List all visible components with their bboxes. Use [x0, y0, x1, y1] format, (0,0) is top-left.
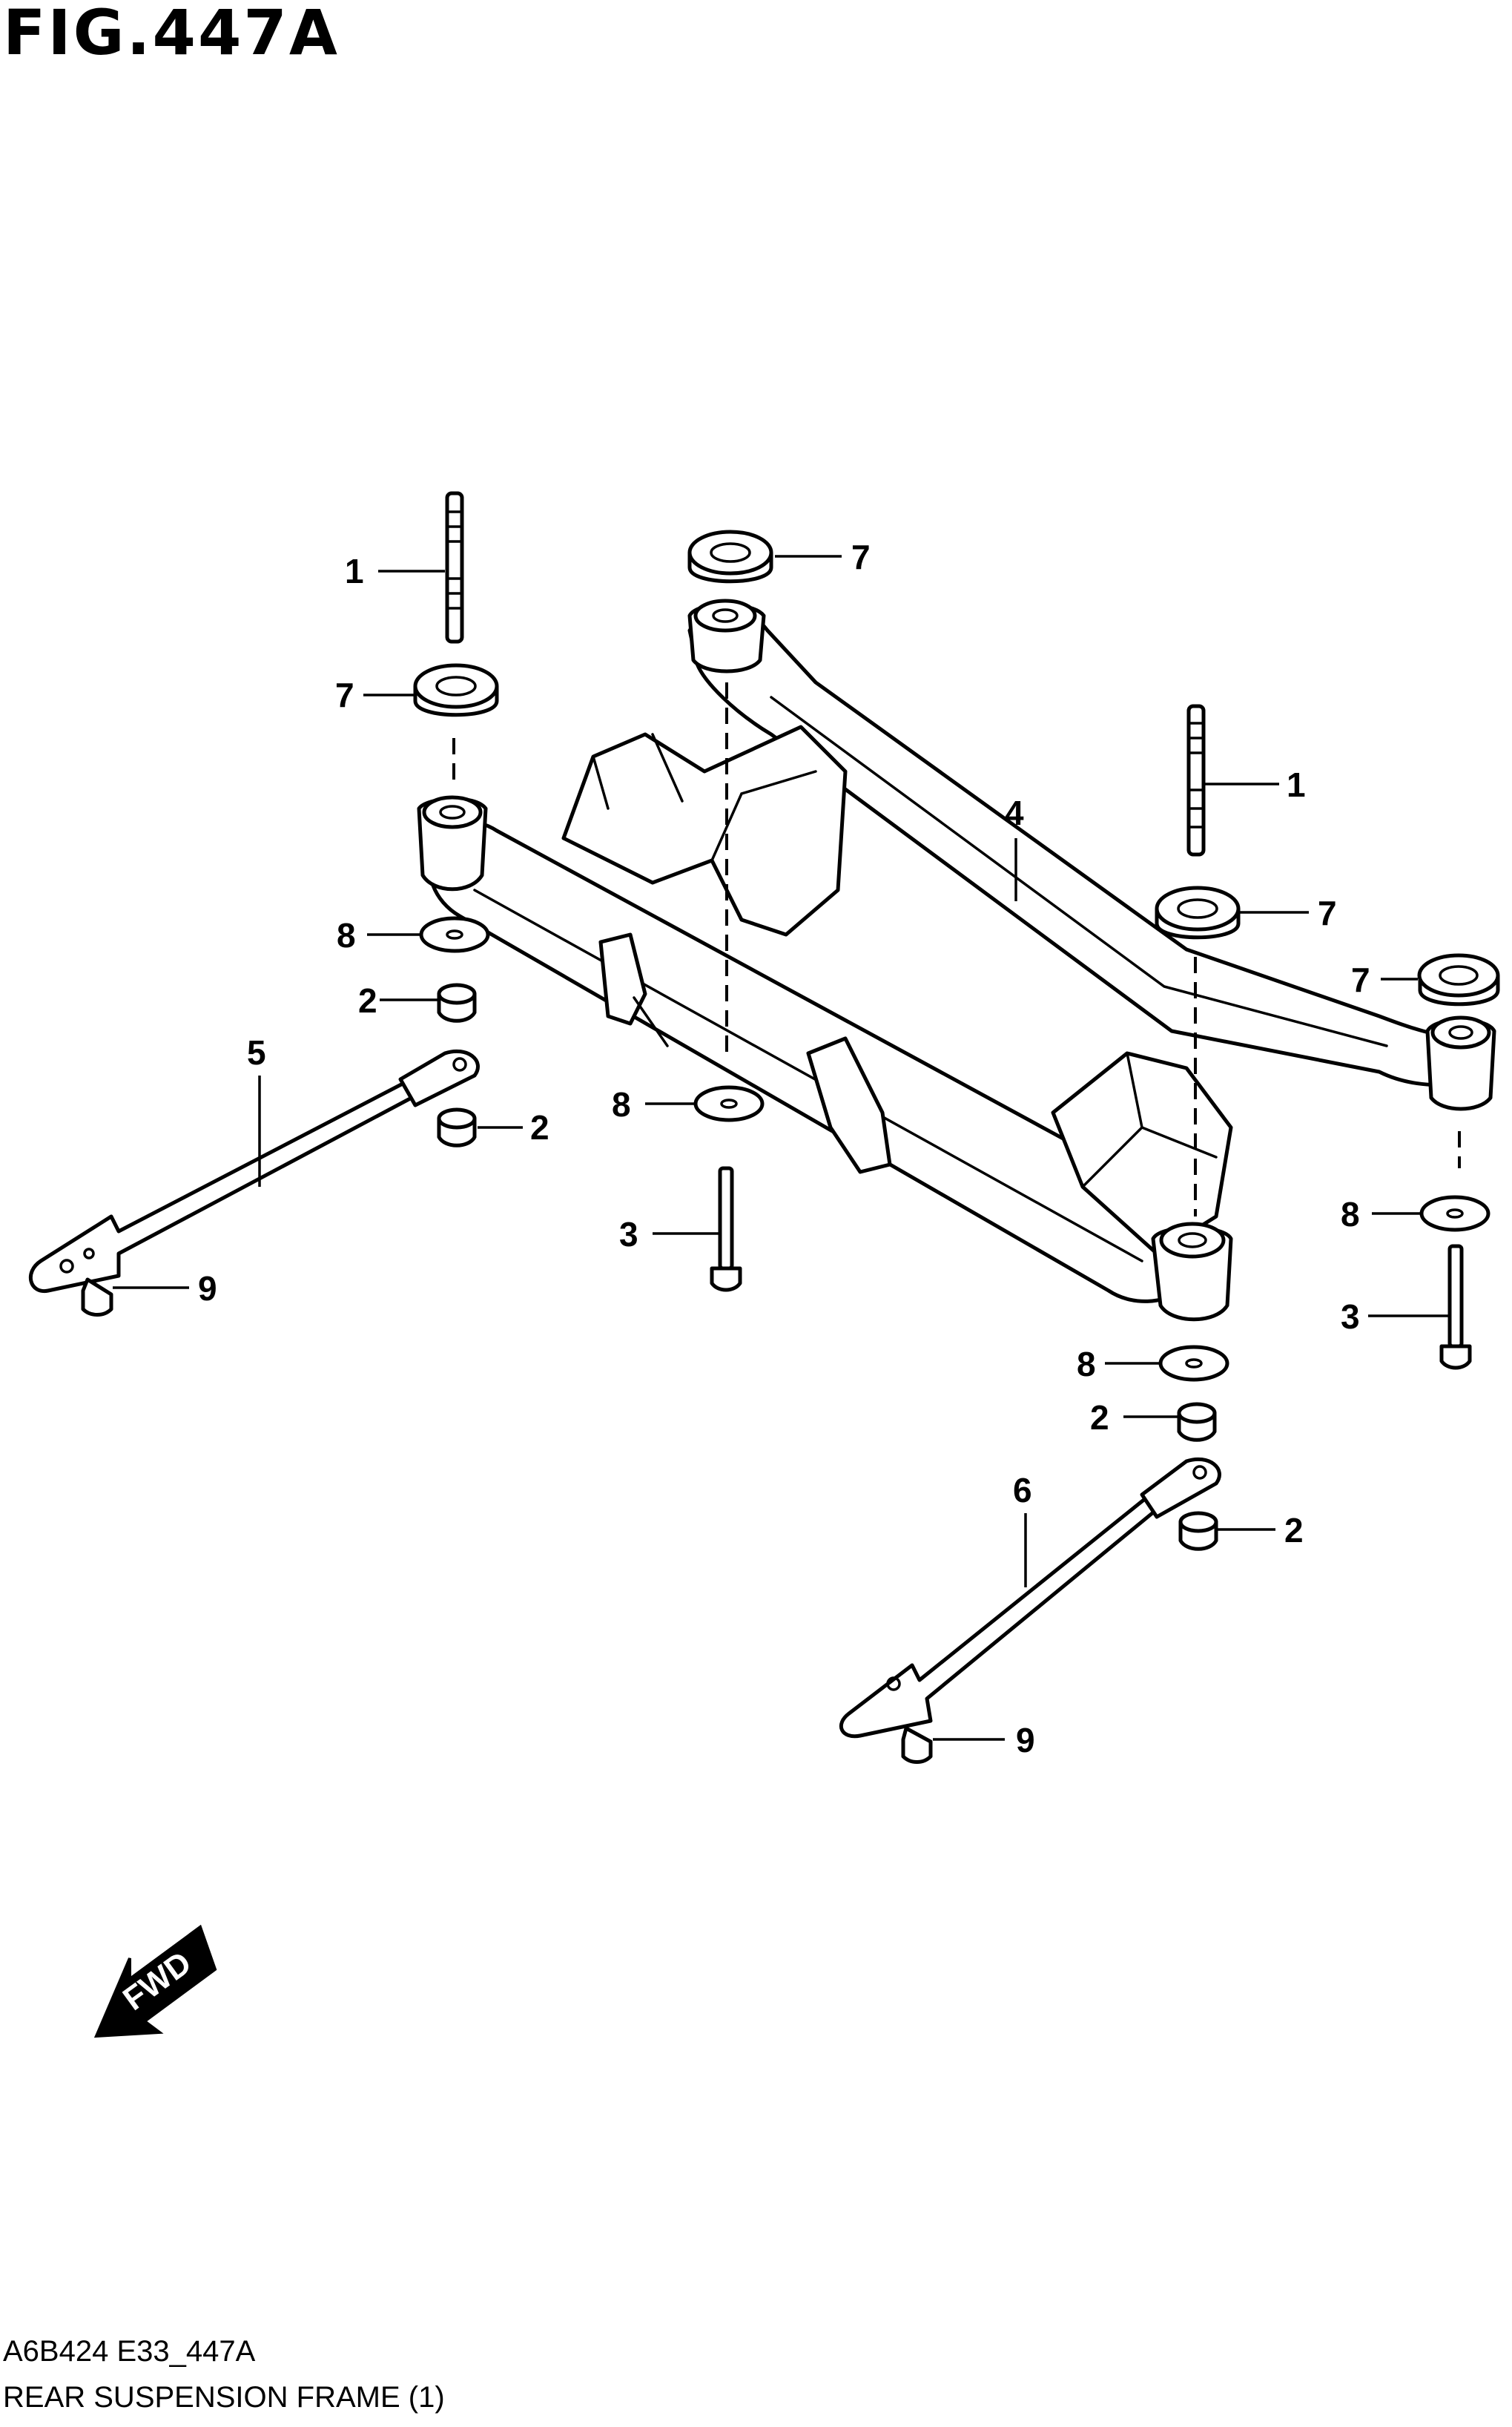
figure-title: FIG.447A [3, 0, 340, 69]
washer-part-8-center [693, 1085, 765, 1122]
figure-code: A6B424 E33_447A [3, 2335, 256, 2368]
washer-part-8-left [419, 916, 490, 953]
callout-part-2: 2 [1090, 1398, 1109, 1437]
callout-part-9: 9 [198, 1269, 217, 1308]
forward-direction-arrow: FWD [93, 1924, 217, 2038]
callout-part-4: 4 [1005, 794, 1024, 832]
callout-part-8: 8 [1077, 1345, 1096, 1383]
callout-part-3: 3 [1341, 1297, 1360, 1336]
callout-part-9: 9 [1016, 1721, 1035, 1759]
installation-guides [452, 682, 1461, 1216]
nut-part-2-b [437, 1107, 477, 1147]
bolt-part-3-center [710, 1166, 742, 1292]
callout-part-6: 6 [1013, 1471, 1032, 1509]
callout-part-2: 2 [530, 1108, 549, 1147]
nut-part-2-c [1177, 1402, 1217, 1442]
callout-part-1: 1 [1287, 765, 1306, 804]
cushion-part-7-top-center [687, 530, 773, 584]
cushion-part-7-left [413, 663, 499, 717]
cushion-part-7-far-right [1417, 953, 1500, 1007]
cushion-part-7-right [1155, 886, 1241, 940]
tension-rod-part-5 [28, 1049, 480, 1293]
callout-part-7: 7 [1318, 894, 1337, 932]
nut-part-2-d [1178, 1511, 1218, 1551]
mount-stud-part-1-left [445, 491, 464, 644]
bolt-part-3-right [1439, 1244, 1472, 1370]
callout-part-7: 7 [335, 676, 354, 714]
leader-lines [113, 555, 1450, 1741]
washer-part-8-far-right [1419, 1195, 1490, 1232]
figure-name: REAR SUSPENSION FRAME (1) [3, 2381, 445, 2414]
callout-part-5: 5 [247, 1033, 266, 1072]
callout-part-7: 7 [1351, 961, 1370, 999]
washer-part-8-front-right [1158, 1345, 1229, 1382]
callout-part-1: 1 [345, 552, 364, 590]
callout-part-8: 8 [337, 916, 356, 955]
mount-stud-part-1-right [1186, 704, 1206, 857]
nut-part-2-a [437, 983, 477, 1023]
tension-rod-part-6 [839, 1457, 1221, 1739]
suspension-frame-part-4 [417, 599, 1496, 1322]
bolt-part-9-right [901, 1726, 933, 1764]
callout-part-3: 3 [619, 1215, 638, 1254]
callout-part-2: 2 [1284, 1511, 1304, 1550]
callout-part-8: 8 [612, 1085, 631, 1124]
callout-labels: 1 7 7 1 4 7 7 8 2 5 2 9 8 3 8 3 8 2 6 2 … [198, 538, 1370, 1759]
callout-part-2: 2 [358, 981, 377, 1020]
bolt-part-9-left [81, 1277, 113, 1317]
callout-part-8: 8 [1341, 1195, 1360, 1234]
callout-part-7: 7 [851, 538, 871, 576]
